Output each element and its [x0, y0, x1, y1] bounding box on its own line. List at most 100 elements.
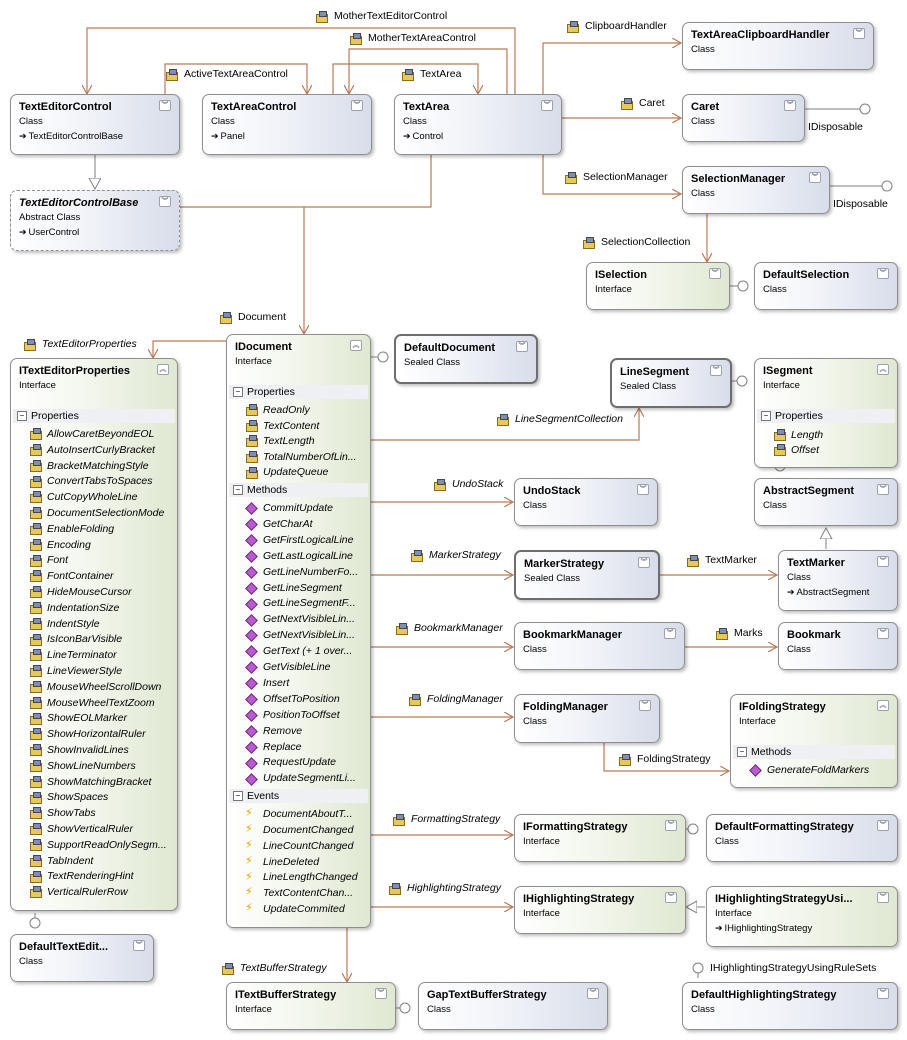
class-name: DefaultFormattingStrategy: [715, 821, 854, 833]
member-method: GetNextVisibleLin...: [235, 612, 366, 627]
expand-toggle-icon[interactable]: ︾: [159, 100, 171, 111]
class-texteditorcontrol[interactable]: TextEditorControl Class ➔TextEditorContr…: [10, 94, 180, 155]
class-defaultformattingstrategy[interactable]: DefaultFormattingStrategy Class ︾: [706, 814, 898, 862]
class-defaultdocument[interactable]: DefaultDocument Sealed Class ︾: [394, 334, 538, 384]
class-bookmark[interactable]: Bookmark Class ︾: [778, 622, 898, 670]
assoc-texteditorproperties: [153, 340, 227, 358]
class-caret[interactable]: Caret Class ︾: [682, 94, 805, 142]
interface-isegment[interactable]: ISegment Interface ︽ −Properties Length …: [754, 358, 898, 468]
expand-toggle-icon[interactable]: ︾: [877, 628, 889, 639]
class-markerstrategy[interactable]: MarkerStrategy Sealed Class ︾: [514, 550, 660, 600]
assoc-mothertextareacontrol: [349, 48, 508, 95]
member-property: TextContent: [235, 419, 366, 434]
interface-itexteditorproperties[interactable]: ITextEditorProperties Interface ︽ −Prope…: [10, 358, 178, 911]
section-methods[interactable]: −Methods: [229, 483, 368, 497]
class-stereotype: Class: [763, 500, 787, 511]
label-clipboardhandler: ClipboardHandler: [566, 20, 667, 34]
class-textmarker[interactable]: TextMarker Class ➔AbstractSegment ︾: [778, 550, 898, 611]
method-icon: [245, 694, 257, 704]
class-selectionmanager[interactable]: SelectionManager Class ︾: [682, 166, 830, 214]
collapse-toggle-icon[interactable]: ︽: [877, 364, 889, 375]
class-foldingmanager[interactable]: FoldingManager Class ︾: [514, 694, 660, 743]
section-properties[interactable]: −Properties: [229, 385, 368, 399]
method-icon: [245, 567, 257, 577]
class-stereotype: Class: [523, 500, 547, 511]
expand-toggle-icon[interactable]: ︾: [516, 341, 528, 352]
expand-toggle-icon[interactable]: ︾: [784, 100, 796, 111]
class-stereotype: Class: [523, 716, 547, 727]
class-name: ITextEditorProperties: [19, 365, 131, 377]
expand-toggle-icon[interactable]: ︾: [587, 988, 599, 999]
member-offset: Offset: [763, 443, 893, 458]
class-gaptextbufferstrategy[interactable]: GapTextBufferStrategy Class ︾: [418, 982, 608, 1030]
class-defaultselection[interactable]: DefaultSelection Class ︾: [754, 262, 898, 310]
expand-toggle-icon[interactable]: ︾: [877, 988, 889, 999]
member-event: LineLengthChanged: [235, 870, 366, 885]
member-property: CutCopyWholeLine: [19, 490, 173, 505]
expand-toggle-icon[interactable]: ︾: [710, 365, 722, 376]
expand-toggle-icon[interactable]: ︾: [133, 940, 145, 951]
section-properties[interactable]: −Properties: [13, 409, 175, 423]
section-events[interactable]: −Events: [229, 789, 368, 804]
label-selectionmanager: SelectionManager: [564, 171, 668, 185]
interface-ihighlightingstrategyusingrulesets[interactable]: IHighlightingStrategyUsi... Interface ➔I…: [706, 886, 898, 947]
expand-toggle-icon[interactable]: ︾: [637, 484, 649, 495]
member-property: TotalNumberOfLin...: [235, 450, 366, 465]
expand-toggle-icon[interactable]: ︾: [877, 484, 889, 495]
expand-toggle-icon[interactable]: ︾: [665, 892, 677, 903]
event-icon: [245, 823, 257, 837]
expand-toggle-icon[interactable]: ︾: [638, 557, 650, 568]
method-icon: [245, 583, 257, 593]
class-defaulthighlightingstrategy[interactable]: DefaultHighlightingStrategy Class ︾: [682, 982, 898, 1030]
class-textareaclipboardhandler[interactable]: TextAreaClipboardHandler Class ︾: [682, 22, 874, 70]
class-texteditorcontrolbase[interactable]: TextEditorControlBase Abstract Class ➔Us…: [10, 190, 180, 251]
property-icon: [245, 419, 258, 432]
expand-toggle-icon[interactable]: ︾: [877, 892, 889, 903]
event-icon: [245, 839, 257, 853]
class-linesegment[interactable]: LineSegment Sealed Class ︾: [610, 358, 732, 408]
property-icon: [29, 617, 42, 630]
method-icon: [245, 678, 257, 688]
expand-toggle-icon[interactable]: ︾: [877, 268, 889, 279]
interface-iselection[interactable]: ISelection Interface ︾: [586, 262, 730, 310]
expand-toggle-icon[interactable]: ︾: [665, 820, 677, 831]
expand-toggle-icon[interactable]: ︾: [639, 700, 651, 711]
class-stereotype: Interface: [595, 284, 632, 295]
class-textareacontrol[interactable]: TextAreaControl Class ➔Panel ︾: [202, 94, 372, 155]
class-name: TextMarker: [787, 557, 845, 569]
expand-toggle-icon[interactable]: ︾: [351, 100, 363, 111]
expand-toggle-icon[interactable]: ︾: [375, 988, 387, 999]
label-activetextareacontrol: ActiveTextAreaControl: [165, 68, 288, 82]
class-bookmarkmanager[interactable]: BookmarkManager Class ︾: [514, 622, 685, 670]
expand-toggle-icon[interactable]: ︾: [159, 196, 171, 207]
expand-toggle-icon[interactable]: ︾: [853, 28, 865, 39]
interface-itextbufferstrategy[interactable]: ITextBufferStrategy Interface ︾: [226, 982, 396, 1030]
class-textarea[interactable]: TextArea Class ➔Control ︾: [394, 94, 562, 155]
collapse-toggle-icon[interactable]: ︽: [157, 364, 169, 375]
class-stereotype: Sealed Class: [620, 381, 676, 392]
expand-toggle-icon[interactable]: ︾: [541, 100, 553, 111]
property-icon: [29, 870, 42, 883]
section-methods[interactable]: −Methods: [733, 745, 895, 759]
member-property: MouseWheelTextZoom: [19, 696, 173, 711]
member-property: BracketMatchingStyle: [19, 459, 173, 474]
section-properties[interactable]: −Properties: [757, 409, 895, 423]
class-undostack[interactable]: UndoStack Class ︾: [514, 478, 658, 526]
interface-iformattingstrategy[interactable]: IFormattingStrategy Interface ︾: [514, 814, 686, 862]
expand-toggle-icon[interactable]: ︾: [877, 556, 889, 567]
class-defaulttexteditorproperties[interactable]: DefaultTextEdit... Class ︾: [10, 934, 154, 982]
collapse-toggle-icon[interactable]: ︽: [877, 700, 889, 711]
member-property: HideMouseCursor: [19, 585, 173, 600]
expand-toggle-icon[interactable]: ︾: [664, 628, 676, 639]
collapse-toggle-icon[interactable]: ︽: [350, 340, 362, 351]
class-abstractsegment[interactable]: AbstractSegment Class ︾: [754, 478, 898, 526]
interface-ihighlightingstrategy[interactable]: IHighlightingStrategy Interface ︾: [514, 886, 686, 934]
expand-toggle-icon[interactable]: ︾: [877, 820, 889, 831]
class-stereotype: Class: [691, 44, 715, 55]
expand-toggle-icon[interactable]: ︾: [809, 172, 821, 183]
interface-ifoldingstrategy[interactable]: IFoldingStrategy Interface ︽ −Methods Ge…: [730, 694, 898, 788]
member-property: ConvertTabsToSpaces: [19, 474, 173, 489]
expand-toggle-icon[interactable]: ︾: [709, 268, 721, 279]
member-method: Insert: [235, 676, 366, 691]
